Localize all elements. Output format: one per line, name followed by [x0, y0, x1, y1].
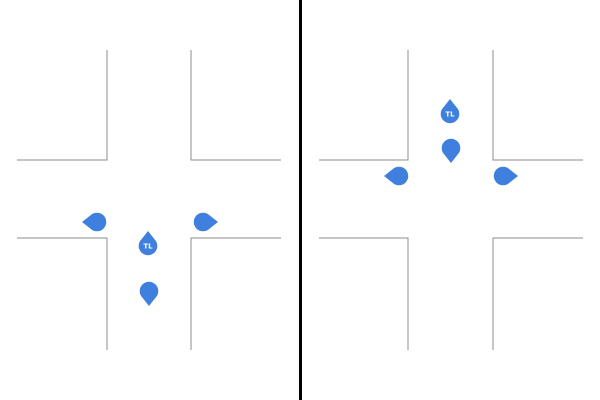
vehicle-marker-icon [441, 138, 461, 163]
vehicle-marker-icon [82, 212, 107, 232]
traffic-light-marker-shape [440, 99, 460, 124]
road-edge-bottom-right [190, 237, 281, 350]
traffic-light-label: TL [445, 111, 455, 119]
right-intersection: TL [319, 50, 583, 350]
vehicle-marker-icon [493, 166, 518, 186]
vehicle-marker-shape [82, 212, 107, 232]
vehicle-marker-shape [384, 166, 409, 186]
road-edge-bottom-right [492, 237, 583, 350]
left-intersection: TL [17, 50, 281, 350]
road-edge-top-left [319, 50, 409, 161]
traffic-light-label: TL [143, 243, 153, 251]
road-edge-top-left [17, 50, 108, 161]
vehicle-marker-shape [193, 212, 218, 232]
traffic-light-marker-icon: TL [440, 99, 460, 124]
traffic-light-marker-icon: TL [138, 231, 158, 256]
road-edge-bottom-left [319, 237, 409, 350]
vehicle-marker-shape [493, 166, 518, 186]
vehicle-marker-icon [193, 212, 218, 232]
vehicle-marker-icon [139, 281, 159, 306]
road-edge-bottom-left [17, 237, 108, 350]
road-edge-top-right [492, 50, 583, 161]
traffic-light-marker-shape [138, 231, 158, 256]
vehicle-marker-shape [139, 281, 159, 306]
road-edge-top-right [190, 50, 281, 161]
vehicle-marker-shape [441, 138, 461, 163]
vehicle-marker-icon [384, 166, 409, 186]
